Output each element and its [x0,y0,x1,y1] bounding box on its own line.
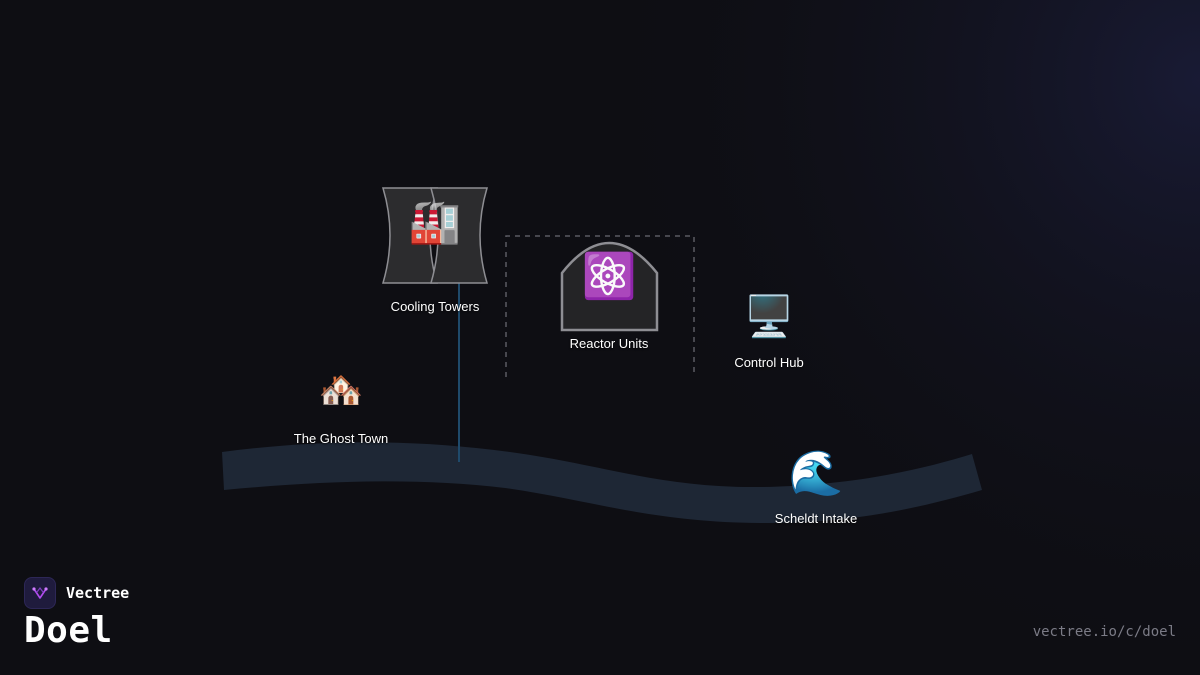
brand-name: Vectree [66,584,130,602]
houses-icon: 🏘️ [318,370,364,411]
factory-icon: 🏭 [408,197,462,246]
brand[interactable]: Vectree [24,577,129,609]
reactor-dome [560,241,659,332]
desktop-computer-icon: 🖥️ [744,294,794,340]
water-wave-icon: 🌊 [788,448,844,499]
reactor-zone-boundary [505,235,695,377]
page-title: Doel [24,610,113,651]
scheldt-intake-label[interactable]: Scheldt Intake [774,511,858,526]
ghost-town-label[interactable]: The Ghost Town [293,431,389,446]
page-url[interactable]: vectree.io/c/doel [1032,624,1176,640]
vectree-logo-icon [24,577,56,609]
reactor-units-label[interactable]: Reactor Units [569,336,649,351]
control-hub-label[interactable]: Control Hub [734,355,804,370]
scheldt-river [222,442,982,524]
atom-icon: ⚛️ [581,251,637,302]
cooling-tower-right [429,187,489,284]
cooling-towers-label[interactable]: Cooling Towers [390,299,480,314]
